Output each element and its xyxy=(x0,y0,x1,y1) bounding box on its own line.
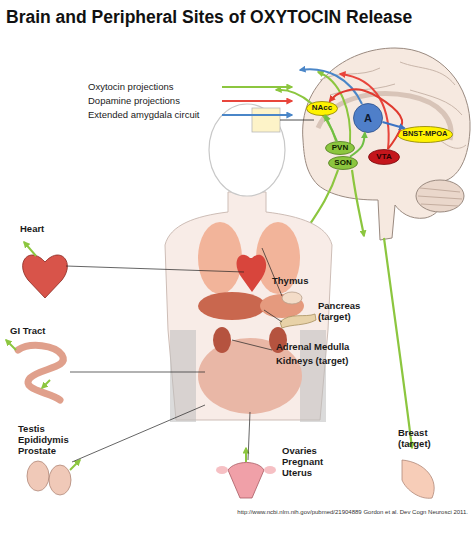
gi-tract-illustration xyxy=(18,345,63,400)
legend-arrow xyxy=(222,100,292,102)
legend-arrow xyxy=(222,114,292,116)
legend-text: Oxytocin projections xyxy=(88,82,174,92)
dopamine-projection xyxy=(340,74,389,149)
brain-nucleus: NAcc xyxy=(306,101,338,116)
cerebellum-folia xyxy=(418,188,462,206)
projection-connector xyxy=(325,115,337,141)
ovary-illustration xyxy=(264,466,276,474)
nucleus-label: SON xyxy=(334,159,351,167)
nucleus-shape xyxy=(354,104,383,133)
leader-line xyxy=(70,372,205,373)
brain-nucleus: A xyxy=(353,103,383,133)
heart-organ xyxy=(237,255,267,292)
amygdala-circuit xyxy=(300,69,362,104)
brain-outline xyxy=(303,48,470,240)
leader-line xyxy=(280,120,314,121)
release-arrow xyxy=(70,460,80,470)
organ-label: Breast (target) xyxy=(398,428,443,450)
nucleus-shape xyxy=(329,157,358,170)
brain-nucleus: BNST-MPOA xyxy=(397,126,453,143)
organ-label: Thymus xyxy=(272,276,332,287)
thymus-illustration xyxy=(282,292,302,304)
oxytocin-projection xyxy=(306,170,338,230)
projection-connector xyxy=(350,133,365,157)
cerebellum xyxy=(416,180,464,212)
nucleus-shape xyxy=(398,126,453,142)
organ-label: Adrenal Medulla xyxy=(276,342,376,353)
nucleus-shape xyxy=(307,101,338,115)
testis-illustration xyxy=(27,461,49,491)
legend-text: Extended amygdala circuit xyxy=(88,110,199,120)
brain-nucleus: PVN xyxy=(325,141,355,155)
release-arrow xyxy=(24,242,36,256)
organ-label: Ovaries Pregnant Uterus xyxy=(282,446,342,479)
leader-line xyxy=(248,412,250,460)
organ-label: Testis Epididymis Prostate xyxy=(18,424,80,457)
release-arrow xyxy=(6,340,16,350)
legend-arrow xyxy=(222,86,292,88)
nucleus-shape xyxy=(326,142,355,155)
brain-region-marker xyxy=(252,108,280,132)
head xyxy=(209,104,285,196)
corpus-callosum xyxy=(318,94,451,140)
projection-connector xyxy=(330,89,403,149)
organ-label: Kidneys (target) xyxy=(276,356,376,367)
liver xyxy=(198,292,266,320)
projection-connector xyxy=(382,122,404,128)
nucleus-label: BNST-MPOA xyxy=(403,130,448,138)
oxytocin-projection xyxy=(276,90,336,141)
leader-line xyxy=(66,266,244,272)
organ-label: Heart xyxy=(20,224,80,235)
nucleus-label: NAcc xyxy=(312,104,332,112)
organ-label: GI Tract xyxy=(10,326,80,337)
nucleus-label: A xyxy=(364,113,372,124)
legend-text: Dopamine projections xyxy=(88,96,180,106)
release-arrow xyxy=(42,380,50,388)
testis-illustration xyxy=(49,465,71,495)
kidney xyxy=(213,327,231,353)
leader-line xyxy=(232,340,272,350)
release-arrow xyxy=(245,448,247,462)
brain-nucleus: SON xyxy=(328,156,358,170)
brain-nucleus: VTA xyxy=(368,149,400,165)
nucleus-label: VTA xyxy=(376,153,391,161)
source-citation: http://www.ncbi.nlm.nih.gov/pubmed/21904… xyxy=(150,509,468,515)
arm-band xyxy=(170,330,196,422)
oxytocin-projection xyxy=(384,238,412,448)
leader-line xyxy=(72,405,205,462)
uterus-illustration xyxy=(228,463,264,499)
ovary-illustration xyxy=(216,466,228,474)
nucleus-shape xyxy=(369,150,400,165)
figure-title: Brain and Peripheral Sites of OXYTOCIN R… xyxy=(6,7,412,28)
leader-line xyxy=(262,248,282,296)
nucleus-label: PVN xyxy=(332,144,348,152)
leader-line xyxy=(264,310,282,322)
organ-label: Pancreas (target) xyxy=(318,301,368,323)
pancreas-illustration xyxy=(280,314,316,328)
oxytocin-projection xyxy=(352,170,364,236)
heart-illustration xyxy=(23,255,68,298)
lung xyxy=(198,222,242,294)
breast-illustration xyxy=(402,460,434,498)
